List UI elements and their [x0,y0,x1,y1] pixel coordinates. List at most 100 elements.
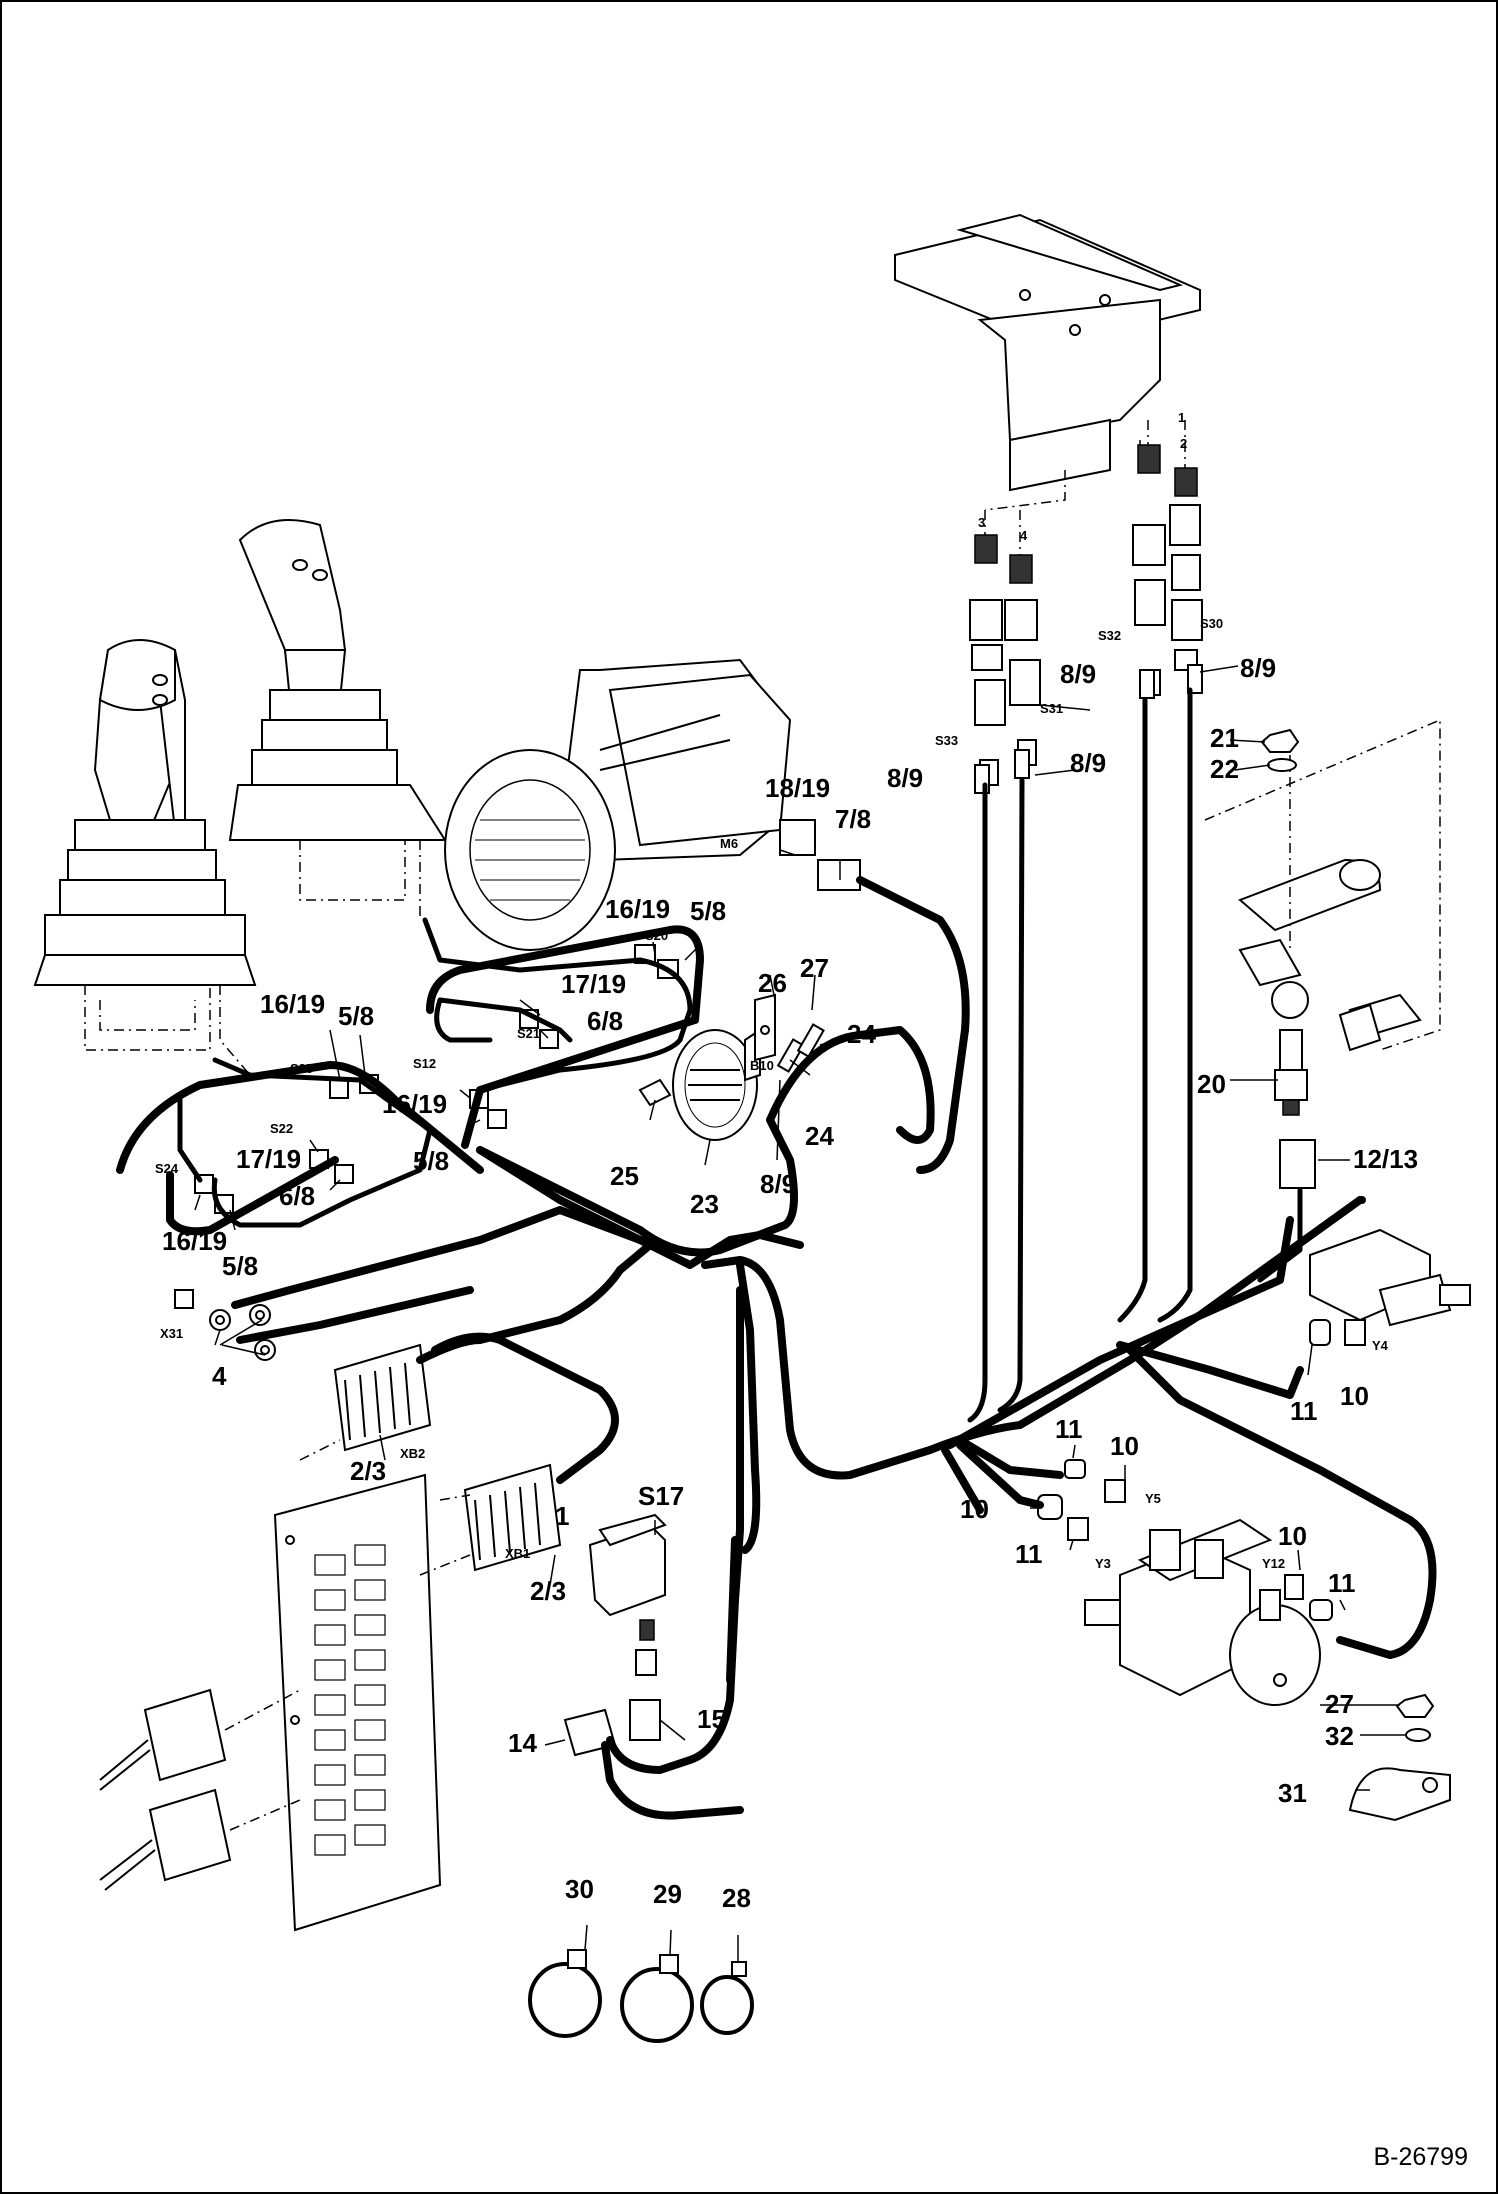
callout-2-3-xb1: 2/3 [530,1576,566,1606]
callout-17-19-b: 17/19 [236,1144,301,1174]
tag-s32: S32 [1098,628,1121,643]
pressure-switches [969,420,1203,786]
callout-11-a: 11 [1290,1396,1318,1426]
tag-s20: S20 [645,928,668,943]
callout-31: 31 [1278,1778,1307,1808]
callout-30: 30 [565,1874,594,1904]
callout-21: 21 [1210,723,1239,753]
tag-port-4: 4 [1020,528,1028,543]
tag-y3: Y3 [1095,1556,1111,1571]
callout-23: 23 [690,1189,719,1219]
horn [638,1028,761,1141]
callout-27-a: 27 [800,953,829,983]
drawing-number: B-26799 [1373,2143,1468,2171]
callout-11-d: 11 [1328,1568,1356,1598]
callout-11-c: 11 [1015,1539,1043,1569]
callout-16-19-c: 16/19 [382,1089,447,1119]
left-joystick [33,639,257,1051]
callout-1: 1 [555,1501,569,1531]
tag-port-2: 2 [1180,436,1187,451]
callout-26: 26 [758,968,787,998]
tag-b10: B10 [750,1058,774,1073]
tag-x31: X31 [160,1326,183,1341]
left-loop-harness [177,1057,433,1228]
callout-7-8: 7/8 [835,804,871,834]
tag-s21: S21 [517,1026,540,1041]
callout-24-a: 24 [847,1019,876,1049]
callout-8-9-b: 8/9 [1070,748,1106,778]
callout-8-9-d: 8/9 [1240,653,1276,683]
solenoid-connectors [1037,1319,1366,1621]
leaders [194,665,1405,1962]
ground-terminals [209,1304,276,1361]
callout-17-19-a: 17/19 [561,969,626,999]
callout-18-19: 18/19 [765,773,830,803]
callout-10-a: 10 [1340,1381,1369,1411]
callout-10-c: 10 [960,1494,989,1524]
switch-s31-stack [1004,554,1041,766]
callout-6-8-b: 6/8 [279,1181,315,1211]
callout-15: 15 [697,1704,726,1734]
callout-10-d: 10 [1278,1521,1307,1551]
tag-xb2: XB2 [400,1446,425,1461]
lower-left-plugs [99,1688,301,1891]
callout-5-8-a: 5/8 [338,1001,374,1031]
sensor-bracket [1204,718,1441,1116]
tag-s30: S30 [1200,616,1223,631]
valve-block [1084,1518,1321,1706]
callout-5-8-b: 5/8 [413,1146,449,1176]
connector-leaders [299,1439,471,1576]
connector-12-13 [1279,1139,1316,1189]
right-joystick [228,519,447,901]
clamp-hardware [1348,1693,1451,1822]
floor-plate-assembly [894,213,1201,511]
switch-wires [967,687,1303,1423]
callout-4: 4 [212,1361,227,1391]
callout-s17: S17 [638,1481,684,1511]
callout-16-19-b: 16/19 [260,989,325,1019]
callout-8-9-a: 8/9 [887,763,923,793]
blower-motor [444,658,792,951]
tag-s31: S31 [1040,701,1063,716]
tag-m6: M6 [720,836,738,851]
callout-20: 20 [1197,1069,1226,1099]
callout-8-9-e: 8/9 [760,1169,796,1199]
callout-2-3-xb2: 2/3 [350,1456,386,1486]
tag-xb1: XB1 [505,1546,530,1561]
tag-s25: S25 [290,1061,313,1076]
callout-5-8-d: 5/8 [690,896,726,926]
tag-s24: S24 [155,1161,179,1176]
component-tags: M6 S20 S21 S12 S25 S22 S24 X31 XB2 XB1 B… [155,410,1389,1571]
switch-s33-stack [969,534,1006,786]
callout-14: 14 [508,1728,537,1758]
relay-s17 [588,1513,667,1676]
switch-s30-stack [1169,467,1203,671]
fuse-panel [273,1473,442,1932]
callout-25: 25 [610,1161,639,1191]
upper-loop-harness [422,917,693,1093]
tag-y4: Y4 [1372,1338,1389,1353]
tag-s22: S22 [270,1121,293,1136]
nut-and-washer [1260,728,1300,772]
main-harness [116,876,1437,1820]
callout-32: 32 [1325,1721,1354,1751]
callout-16-19-d: 16/19 [162,1226,227,1256]
callout-27-b: 27 [1325,1689,1354,1719]
cable-ties [528,1949,754,2043]
callout-11-b: 11 [1055,1414,1083,1444]
tag-s33: S33 [935,733,958,748]
callout-10-b: 10 [1110,1431,1139,1461]
callout-22: 22 [1210,754,1239,784]
joystick-hoses [219,840,421,1076]
callout-29: 29 [653,1879,682,1909]
valve-y4 [1309,1228,1471,1327]
switch-s32-stack [1132,444,1166,696]
callout-24-b: 24 [805,1121,834,1151]
callout-6-8-a: 6/8 [587,1006,623,1036]
tag-port-1: 1 [1178,410,1185,425]
callout-8-9-c: 8/9 [1060,659,1096,689]
connector-xb1 [463,1463,562,1572]
